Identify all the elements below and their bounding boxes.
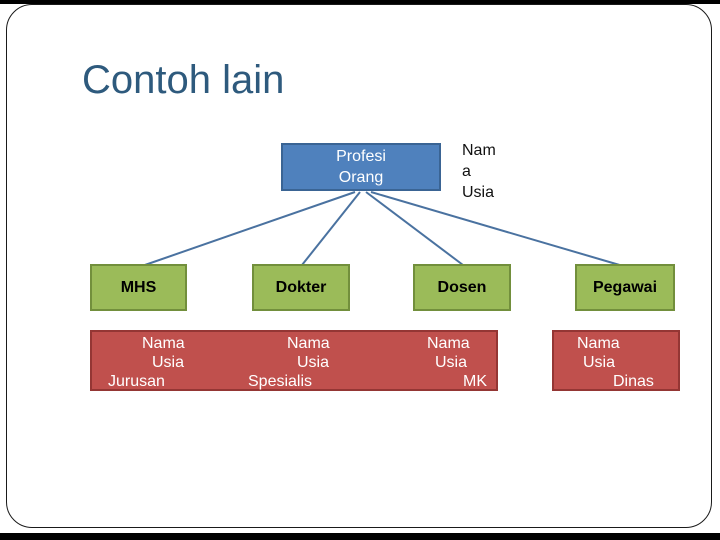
entity-box-profesi-orang: Profesi Orang xyxy=(281,143,441,191)
subtype-label-dokter: Dokter xyxy=(275,278,327,296)
bottom-edge-bar xyxy=(0,533,720,540)
subtype-box-dosen: Dosen xyxy=(413,264,511,311)
root-box-line-2: Orang xyxy=(338,169,384,186)
attr-pegawai-nama: Nama xyxy=(577,335,620,352)
attr-dokter-nama: Nama xyxy=(287,335,330,352)
root-attributes-note: Nam a Usia xyxy=(462,140,496,203)
attribute-box-pegawai xyxy=(552,330,680,391)
root-box-line-1: Profesi xyxy=(336,148,386,165)
attr-dosen-usia: Usia xyxy=(435,354,468,371)
slide-title: Contoh lain xyxy=(82,58,285,102)
attr-mhs-usia: Usia xyxy=(152,354,185,371)
attr-pegawai-usia: Usia xyxy=(583,354,616,371)
subtype-label-pegawai: Pegawai xyxy=(592,278,658,296)
attr-dokter-usia: Usia xyxy=(297,354,330,371)
attr-mhs-nama: Nama xyxy=(142,335,185,352)
root-attributes-note-line-3: Usia xyxy=(462,184,495,201)
root-attributes-note-line-2: a xyxy=(462,163,471,180)
subtype-label-mhs: MHS xyxy=(120,278,157,296)
attr-dosen-mk: MK xyxy=(463,373,487,390)
attr-pegawai-dinas: Dinas xyxy=(613,373,654,390)
attr-mhs-jurusan: Jurusan xyxy=(108,373,165,390)
top-edge-bar xyxy=(0,0,720,4)
subtype-box-pegawai: Pegawai xyxy=(575,264,675,311)
subtype-box-mhs: MHS xyxy=(90,264,187,311)
attr-dokter-spesialis: Spesialis xyxy=(248,373,313,390)
subtype-box-dokter: Dokter xyxy=(252,264,350,311)
attribute-band-mhs-dokter-dosen xyxy=(90,330,498,391)
root-attributes-note-line-1: Nam xyxy=(462,142,496,159)
subtype-label-dosen: Dosen xyxy=(437,278,487,296)
attr-dosen-nama: Nama xyxy=(427,335,470,352)
